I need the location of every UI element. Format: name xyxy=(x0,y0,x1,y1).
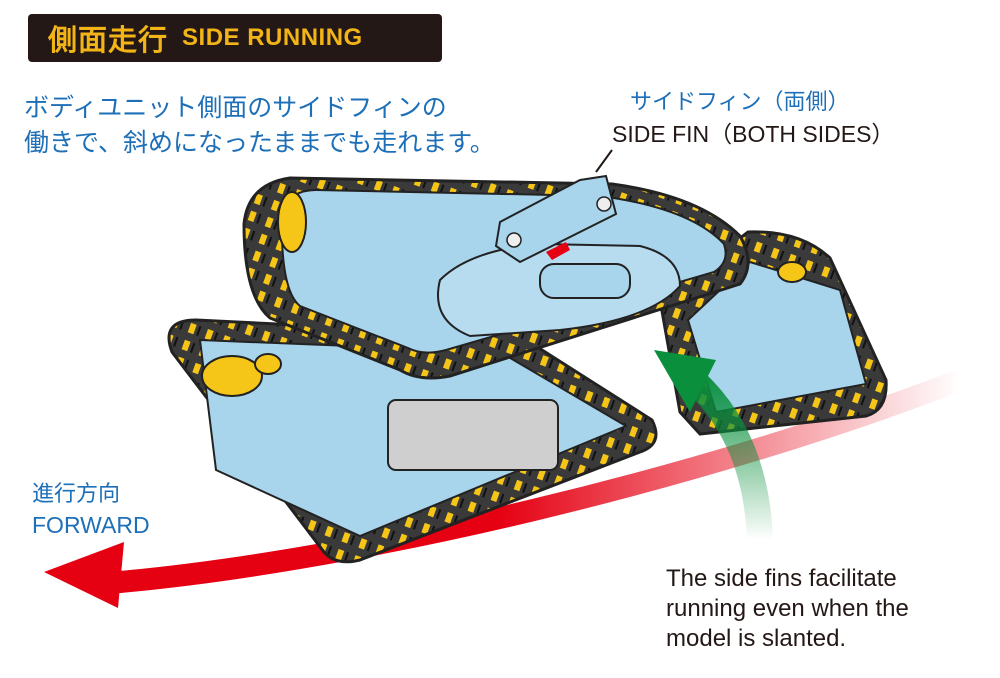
forward-label-en: FORWARD xyxy=(32,510,150,540)
caption-line: model is slanted. xyxy=(666,624,976,654)
side-fin-leader xyxy=(596,150,612,172)
caption-line: running even when the xyxy=(666,594,976,624)
caption-line: The side fins facilitate xyxy=(666,564,976,594)
forward-arrowhead xyxy=(44,542,124,608)
caption: The side fins facilitate running even wh… xyxy=(666,564,976,654)
forward-label: 進行方向 FORWARD xyxy=(32,480,150,540)
forward-label-jp: 進行方向 xyxy=(32,480,150,510)
